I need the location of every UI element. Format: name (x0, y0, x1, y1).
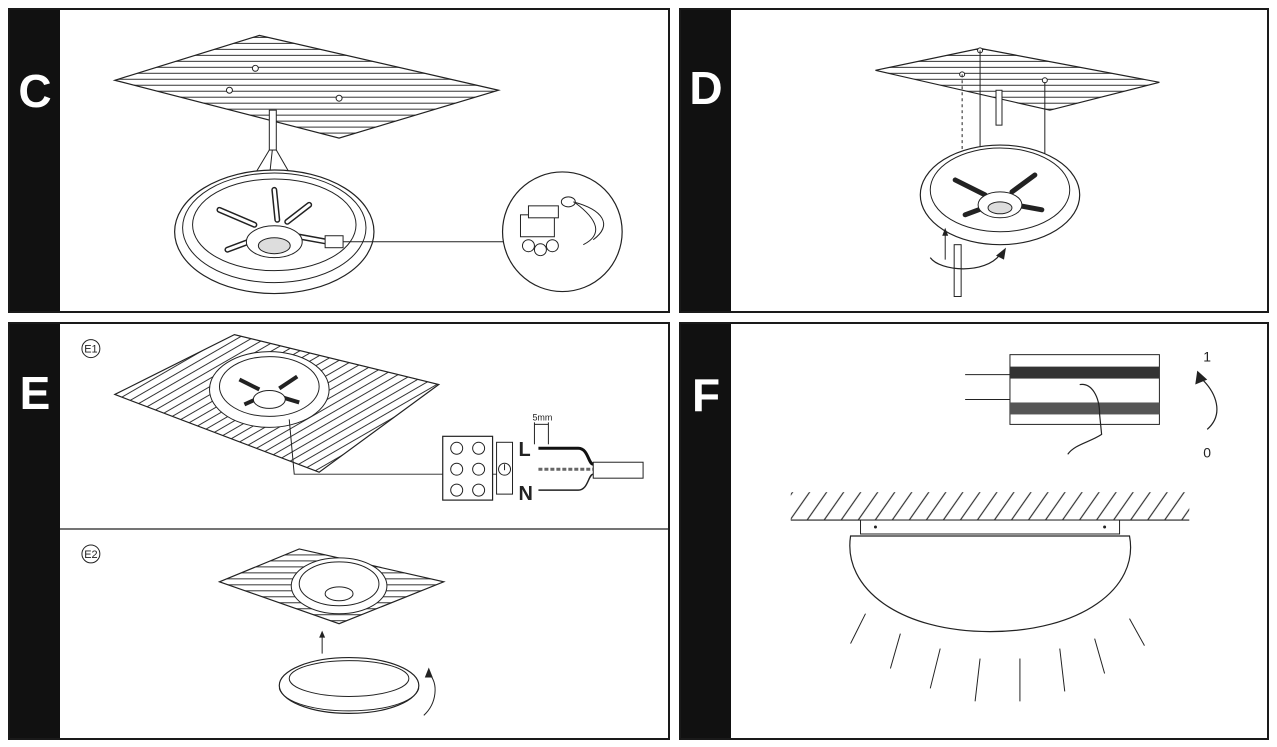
step-e1-label: E1 (84, 344, 97, 356)
ceiling-plate (112, 34, 501, 139)
panel-e-illustration: E1 L N 5mm (60, 324, 668, 738)
ceiling-surface (790, 492, 1190, 521)
panel-e-letter: E (19, 367, 51, 419)
mains-cable (592, 461, 644, 479)
panel-d-strip (681, 10, 731, 311)
neutral-terminal-label: N (518, 483, 532, 505)
panel-d-illustration (731, 10, 1267, 311)
step-e2-label: E2 (84, 549, 97, 561)
panel-f-drawing: 1 0 (790, 349, 1218, 702)
breaker-panel (965, 354, 1160, 425)
switch-arrow (1198, 376, 1218, 430)
neutral-wire (538, 473, 594, 491)
live-terminal-label: L (518, 439, 530, 461)
switch-off-label: 0 (1203, 444, 1211, 460)
panel-d-drawing (875, 47, 1160, 297)
rotate-arrow (929, 254, 1001, 270)
panel-c-illustration (60, 10, 668, 311)
diffuser-ring (278, 656, 420, 714)
terminal-block-detail (519, 205, 559, 257)
panel-f: F 1 0 (679, 322, 1269, 740)
terminal-block (442, 435, 514, 501)
panel-f-strip (681, 324, 731, 738)
panel-c-drawing (112, 34, 623, 295)
panel-f-illustration: 1 0 (731, 324, 1267, 738)
connector-detail-circle (501, 171, 623, 293)
panel-c-strip (10, 10, 60, 311)
cable-sleeve (268, 109, 277, 151)
light-rays (850, 613, 1145, 702)
ceiling-plate (875, 47, 1160, 111)
panel-c: C (8, 8, 670, 313)
live-wire (538, 446, 594, 466)
panel-e-strip (10, 324, 60, 738)
screwdriver (953, 244, 962, 297)
panel-d-letter: D (689, 62, 723, 114)
switch-on-label: 1 (1203, 349, 1211, 365)
panel-e-drawing: E1 L N 5mm (60, 334, 668, 716)
strip-length-label: 5mm (532, 412, 552, 422)
panel-f-letter: F (691, 369, 721, 421)
panel-c-letter: C (18, 65, 52, 117)
panel-e: E E1 L N (8, 322, 670, 740)
mounting-bar (860, 519, 1121, 535)
rotate-arrow (423, 673, 436, 716)
hand-icon (1067, 383, 1103, 455)
light-diffuser (849, 535, 1132, 633)
panel-d: D (679, 8, 1269, 313)
cable-sleeve (995, 89, 1003, 126)
